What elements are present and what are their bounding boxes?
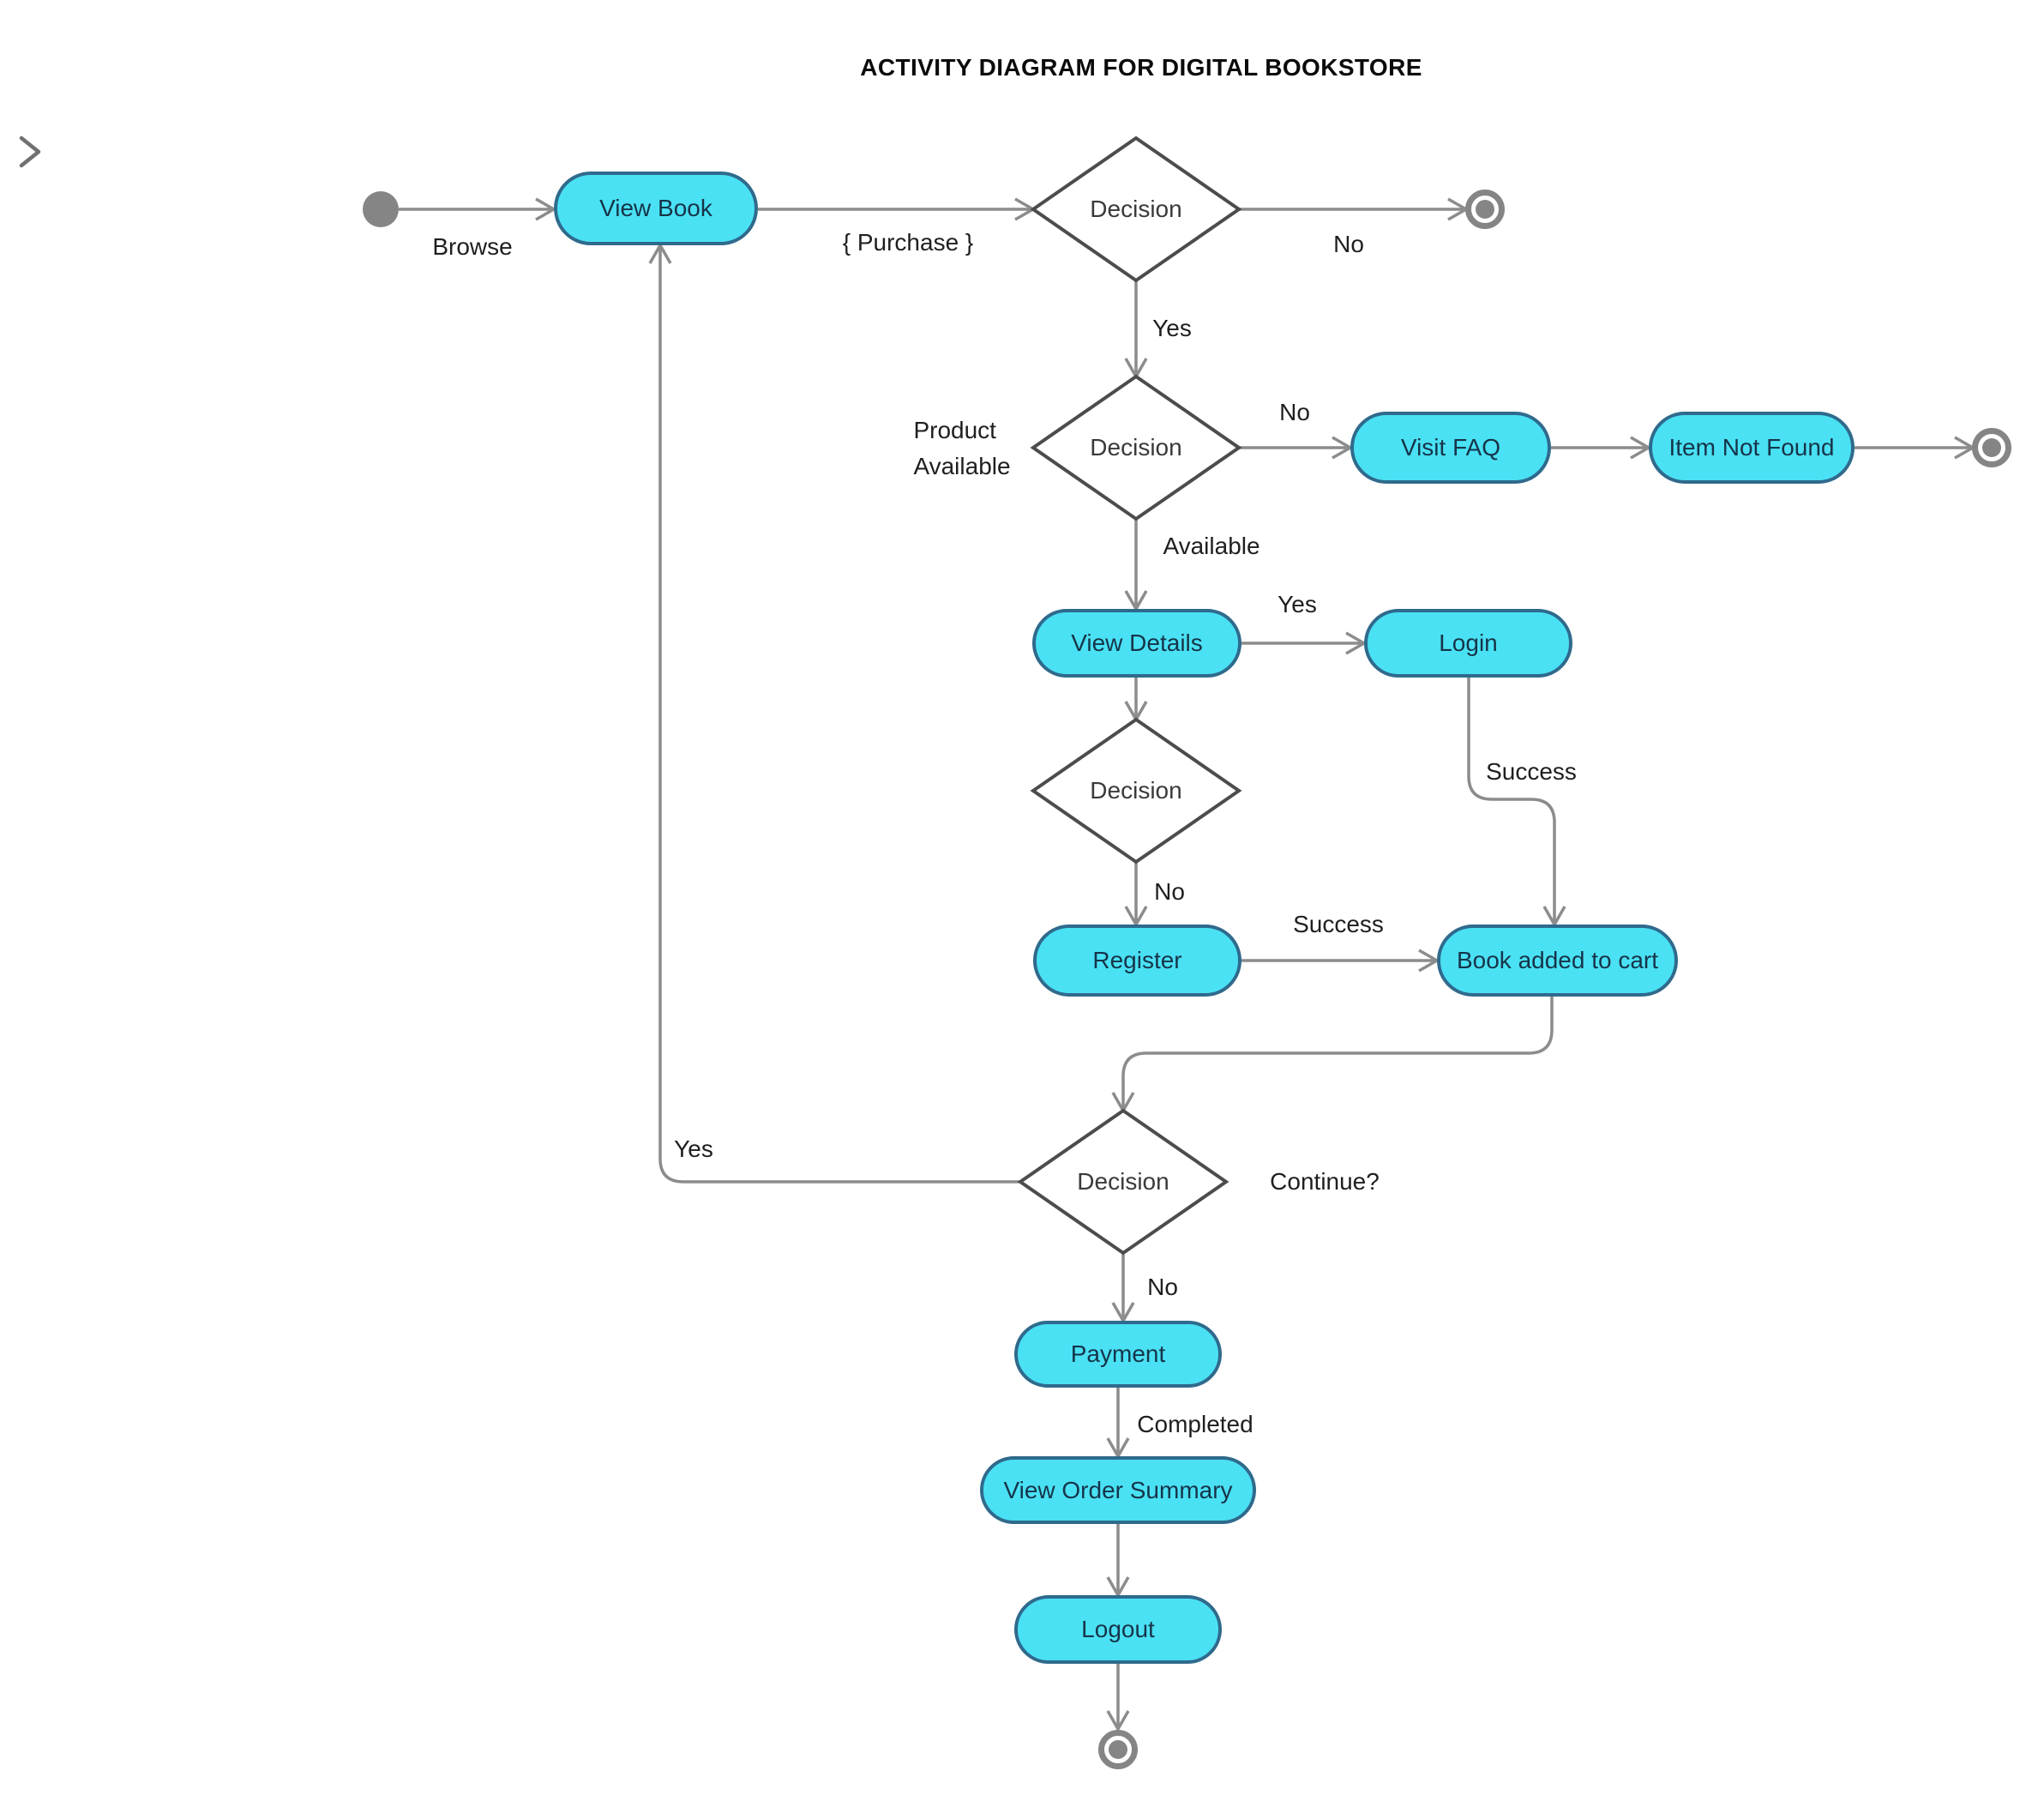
edge-label-not-available: No xyxy=(1279,399,1310,425)
activity-visit-faq[interactable]: Visit FAQ xyxy=(1350,412,1551,484)
activity-register[interactable]: Register xyxy=(1033,925,1241,997)
edge-login-success xyxy=(1467,678,1554,925)
decision-availability-shape[interactable] xyxy=(1030,374,1242,521)
activity-login[interactable]: Login xyxy=(1364,609,1572,678)
final-node-logout[interactable] xyxy=(1098,1730,1138,1769)
edge-label-payment-completed: Completed xyxy=(1137,1411,1253,1437)
edge-label-no-purchase: No xyxy=(1333,231,1364,257)
final-node-item-not-found[interactable] xyxy=(1972,428,2011,467)
edge-label-purchase: { Purchase } xyxy=(842,229,974,256)
activity-item-not-found[interactable]: Item Not Found xyxy=(1649,412,1855,484)
diagram-title: ACTIVITY DIAGRAM FOR DIGITAL BOOKSTORE xyxy=(860,54,1422,81)
activity-logout[interactable]: Logout xyxy=(1014,1595,1222,1664)
decision-availability-label: Decision xyxy=(1090,434,1182,461)
edge-label-browse: Browse xyxy=(432,233,513,260)
chevron-right-icon xyxy=(19,136,41,167)
edge-label-product-available: Product Available xyxy=(913,417,1011,479)
decision-purchase-shape[interactable] xyxy=(1030,136,1242,283)
edge-label-login-success: Success xyxy=(1486,758,1577,785)
initial-node[interactable] xyxy=(363,191,399,227)
edge-label-login-yes: Yes xyxy=(1278,591,1317,617)
edge-label-continue-no: No xyxy=(1147,1274,1178,1300)
edge-label-continue-yes: Yes xyxy=(674,1135,713,1162)
activity-payment[interactable]: Payment xyxy=(1014,1321,1222,1388)
edge-label-register-no: No xyxy=(1154,878,1185,905)
decision-account-shape[interactable] xyxy=(1030,717,1242,864)
activity-view-order-summary[interactable]: View Order Summary xyxy=(980,1456,1256,1524)
edge-label-continue-question: Continue? xyxy=(1270,1168,1380,1195)
expand-panel-button[interactable] xyxy=(9,129,51,177)
edge-cart-to-continue xyxy=(1123,997,1554,1111)
decision-account-label: Decision xyxy=(1090,777,1182,804)
decision-continue-label: Decision xyxy=(1077,1168,1169,1195)
edge-label-yes-purchase: Yes xyxy=(1152,315,1192,341)
edge-label-register-success: Success xyxy=(1293,911,1384,937)
activity-book-added-to-cart[interactable]: Book added to cart xyxy=(1437,925,1678,997)
activity-view-details[interactable]: View Details xyxy=(1032,609,1241,678)
decision-continue-shape[interactable] xyxy=(1017,1108,1229,1256)
activity-view-book[interactable]: View Book xyxy=(554,172,758,245)
edge-label-available: Available xyxy=(1163,533,1260,559)
decision-purchase-label: Decision xyxy=(1090,196,1182,222)
edge-continue-yes-loop xyxy=(660,245,1020,1184)
final-node-no-purchase[interactable] xyxy=(1465,190,1505,229)
